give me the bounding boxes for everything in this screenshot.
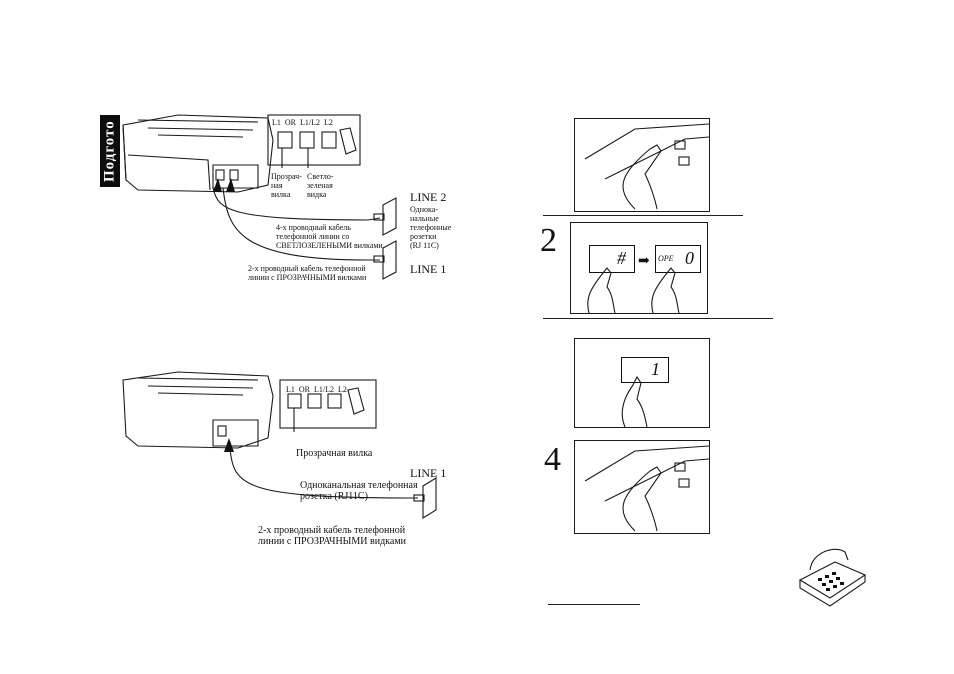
line1-label-top: LINE 1 — [410, 262, 447, 276]
cable-2wire-caption-bottom: 2-х проводный кабель телефонной линии с … — [258, 525, 406, 547]
hand-pressing-key-icon — [621, 375, 648, 427]
jack-callout-box-2 — [279, 379, 377, 429]
step-2-number: 2 — [540, 222, 557, 259]
finger-press-button-illustration-2 — [584, 445, 710, 532]
fax-wiring-diagram-two-lines — [122, 114, 397, 280]
one-key: 1 — [621, 357, 669, 383]
cable-2wire — [222, 187, 380, 261]
step-4-number: 4 — [544, 441, 561, 478]
wall-socket-line1-bottom — [413, 477, 437, 519]
fax-machine-illustration — [122, 114, 274, 193]
finger-press-button-illustration — [584, 123, 710, 210]
wall-socket-line2 — [373, 197, 397, 236]
hands-pressing-keys-icon — [587, 267, 680, 313]
line2-label-top: LINE 2 — [410, 190, 447, 204]
cable-4wire-caption: 4-х проводный кабель телефонной линии со… — [276, 223, 383, 250]
cable-4wire — [212, 187, 381, 221]
footnote-rule — [548, 604, 640, 605]
jack-callout-box — [267, 114, 361, 166]
step-1-panel — [574, 118, 710, 212]
fax-wiring-diagram-one-line — [122, 371, 437, 519]
jack-icons-2 — [287, 387, 365, 432]
step-divider-2 — [543, 318, 773, 319]
arrow-right-icon: ➡ — [638, 254, 650, 269]
jack-labels-bottom: L1 OR L1/L2 L2 — [286, 385, 347, 394]
telephone-icon — [798, 548, 867, 607]
green-plug-caption-top: Светло- зеленая видка — [307, 172, 334, 199]
line1-label-bottom: LINE 1 — [410, 466, 447, 480]
hash-key: # — [589, 245, 635, 273]
cable-2wire-bottom — [229, 447, 419, 499]
cable-2wire-caption-top: 2-х проводный кабель телефонной линии с … — [248, 264, 367, 282]
step-3-panel: 1 — [574, 338, 710, 428]
jack-icons — [277, 127, 357, 168]
section-tab-label: Подгото — [101, 120, 118, 182]
section-tab: Подгото — [100, 115, 120, 187]
clear-plug-caption-top: Прозрач- ная вилка — [271, 172, 302, 199]
fax-machine-illustration-2 — [122, 371, 274, 449]
operator-zero-key: OPE 0 — [655, 245, 701, 273]
single-socket-caption: Одноканальная телефонная розетка (RJ11C) — [300, 480, 418, 502]
clear-plug-caption-bottom: Прозрачная вилка — [296, 448, 373, 459]
step-2-panel: # ➡ OPE 0 — [570, 222, 708, 314]
step-4-panel — [574, 440, 710, 534]
step-divider-1 — [543, 215, 743, 216]
single-sockets-caption: Однока- нальные телефонные розетки (RJ 1… — [410, 205, 452, 250]
wall-socket-line1 — [373, 240, 397, 280]
jack-labels-top: L1 OR L1/L2 L2 — [272, 118, 333, 127]
